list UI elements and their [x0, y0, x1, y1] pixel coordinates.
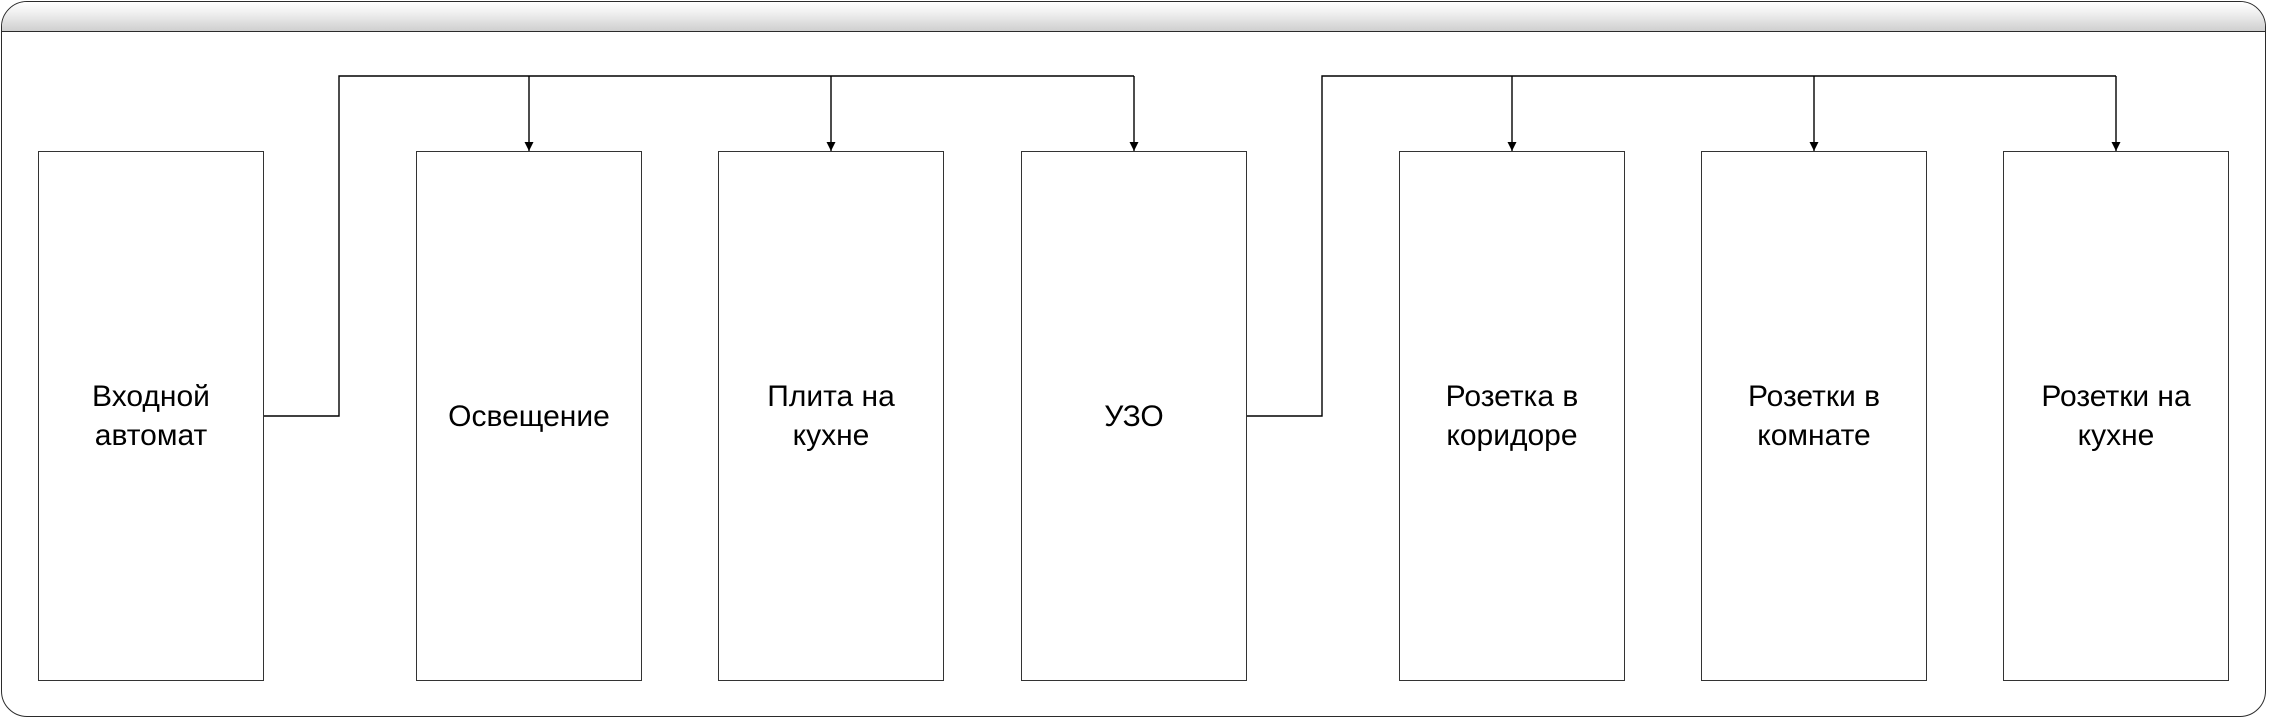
connector-lines — [264, 75, 2121, 417]
node-lighting: Освещение — [416, 151, 642, 681]
node-rcd: УЗО — [1021, 151, 1247, 681]
node-room-sockets: Розетки в комнате — [1701, 151, 1927, 681]
node-label: Входной автомат — [92, 380, 210, 452]
node-kitchen-stove: Плита на кухне — [718, 151, 944, 681]
node-input-breaker: Входной автомат — [38, 151, 264, 681]
window-title-bar — [2, 2, 2265, 32]
connector-trunk-3 — [1247, 75, 2116, 417]
node-label: УЗО — [1104, 399, 1164, 433]
node-label: Розетки на кухне — [2041, 380, 2191, 452]
connector-trunk-0 — [264, 75, 1134, 417]
node-label: Плита на кухне — [767, 380, 895, 452]
node-corridor-socket: Розетка в коридоре — [1399, 151, 1625, 681]
node-kitchen-sockets: Розетки на кухне — [2003, 151, 2229, 681]
node-label: Розетки в комнате — [1747, 380, 1881, 452]
node-label: Розетка в коридоре — [1445, 380, 1579, 452]
node-label: Освещение — [448, 399, 610, 433]
